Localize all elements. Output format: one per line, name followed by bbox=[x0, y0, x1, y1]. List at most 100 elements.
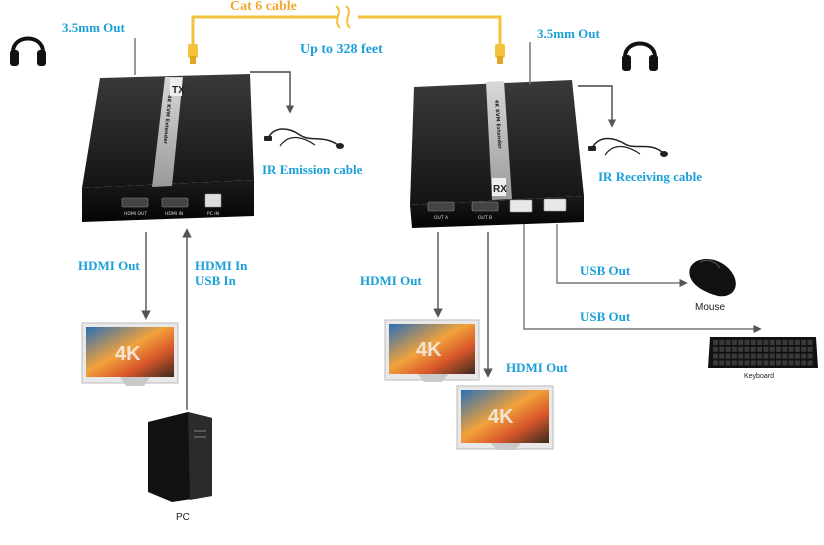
tx-hdmi-in-label: HDMI In bbox=[195, 258, 248, 273]
rx-usb-out-label-2: USB Out bbox=[580, 309, 631, 324]
keyboard-key bbox=[769, 340, 775, 345]
cat6-cable bbox=[188, 5, 505, 64]
keyboard-key bbox=[763, 360, 769, 366]
monitor-tx: 4K bbox=[81, 322, 179, 386]
cable-name-label: Cat 6 cable bbox=[230, 0, 297, 14]
tx-hdmi-out-port bbox=[121, 197, 149, 208]
tx-usb-b-port bbox=[204, 193, 222, 208]
keyboard-key bbox=[713, 353, 718, 359]
tx-usb-in-label: USB In bbox=[195, 273, 237, 288]
keyboard-key bbox=[794, 340, 800, 345]
keyboard-key bbox=[794, 346, 800, 352]
keyboard-key bbox=[719, 340, 725, 345]
keyboard-key bbox=[776, 346, 781, 352]
keyboard-label: Keyboard bbox=[744, 373, 774, 380]
tx-audio-label: 3.5mm Out bbox=[62, 20, 126, 35]
keyboard-key bbox=[719, 360, 725, 366]
keyboard-key bbox=[788, 346, 794, 352]
tx-hdmi-in-port-label: HDMI IN bbox=[165, 211, 183, 217]
rj45-connector-right bbox=[495, 44, 505, 58]
rx-audio-label: 3.5mm Out bbox=[537, 26, 601, 41]
keyboard-key bbox=[807, 353, 813, 359]
keyboard-key bbox=[769, 346, 775, 352]
rx-usb-port-1 bbox=[509, 199, 533, 213]
tx-stripe-text: 4K KVM Extender bbox=[162, 95, 172, 145]
pc-label: PC bbox=[176, 512, 190, 523]
keyboard-key bbox=[750, 360, 756, 366]
tx-hdmi-in-port bbox=[161, 197, 189, 208]
keyboard-key bbox=[794, 353, 800, 359]
receiver-unit: 4K KVM Extender RX OUT A OUT B bbox=[410, 80, 584, 228]
keyboard-key bbox=[738, 340, 744, 345]
monitor-rx-a: 4K bbox=[384, 319, 480, 382]
keyboard-icon bbox=[708, 337, 818, 368]
rx-hdmi-out-label-1: HDMI Out bbox=[360, 273, 422, 288]
keyboard-key bbox=[782, 346, 788, 352]
keyboard-key bbox=[801, 340, 807, 345]
rx-badge: RX bbox=[493, 184, 507, 195]
ir-receiver-cable-icon bbox=[588, 137, 668, 157]
monitor-rx-b: 4K bbox=[456, 385, 554, 450]
headphones-icon bbox=[622, 41, 658, 71]
keyboard-key bbox=[782, 340, 788, 345]
keyboard-key bbox=[750, 340, 756, 345]
cable-distance-label: Up to 328 feet bbox=[300, 42, 383, 57]
keyboard-key bbox=[776, 353, 781, 359]
keyboard-key bbox=[731, 353, 737, 359]
keyboard-key bbox=[731, 360, 737, 366]
keyboard-key bbox=[788, 353, 794, 359]
keyboard-key bbox=[713, 360, 718, 366]
tx-hdmi-out-label: HDMI Out bbox=[78, 258, 140, 273]
keyboard-key bbox=[782, 360, 788, 366]
keyboard-key bbox=[719, 346, 725, 352]
keyboard-key bbox=[757, 360, 763, 366]
rj45-connector-left bbox=[188, 44, 198, 58]
keyboard-key bbox=[763, 353, 769, 359]
keyboard-key bbox=[725, 353, 731, 359]
keyboard-key bbox=[738, 353, 744, 359]
keyboard-key bbox=[757, 340, 763, 345]
keyboard-key bbox=[713, 346, 718, 352]
monitor-rx-b-4k-text: 4K bbox=[488, 406, 514, 428]
tx-pc-in-port-label: PC IN bbox=[207, 211, 219, 217]
headphones-icon bbox=[10, 36, 46, 66]
keyboard-key bbox=[731, 340, 737, 345]
keyboard-key bbox=[738, 360, 744, 366]
rx-out-b-port bbox=[471, 201, 499, 212]
keyboard-key bbox=[807, 360, 813, 366]
keyboard-key bbox=[757, 346, 763, 352]
rx-stripe bbox=[486, 81, 512, 200]
keyboard-key bbox=[744, 353, 750, 359]
keyboard-key bbox=[801, 353, 807, 359]
rx-hdmi-out-label-2: HDMI Out bbox=[506, 360, 568, 375]
keyboard-key bbox=[763, 346, 769, 352]
keyboard-key bbox=[794, 360, 800, 366]
mouse-label: Mouse bbox=[695, 302, 725, 313]
rx-stripe-text: 4K KVM Extender bbox=[493, 100, 502, 150]
keyboard-key bbox=[807, 340, 813, 345]
keyboard-key bbox=[738, 346, 744, 352]
rx-out-a-port bbox=[427, 201, 455, 212]
keyboard-key bbox=[769, 353, 775, 359]
keyboard-key bbox=[744, 360, 750, 366]
rx-ir-label: IR Receiving cable bbox=[598, 169, 702, 184]
keyboard-key bbox=[750, 346, 756, 352]
keyboard-key bbox=[769, 360, 775, 366]
keyboard-key bbox=[750, 353, 756, 359]
rx-usb-port-2 bbox=[543, 198, 567, 212]
keyboard-key bbox=[719, 353, 725, 359]
rx-out-a-port-label: OUT A bbox=[434, 215, 449, 221]
keyboard-key bbox=[744, 340, 750, 345]
ir-emitter-cable-icon bbox=[264, 128, 344, 149]
rx-usb-out-label-1: USB Out bbox=[580, 263, 631, 278]
keyboard-key bbox=[725, 346, 731, 352]
keyboard-key bbox=[757, 353, 763, 359]
keyboard-key bbox=[713, 340, 718, 345]
tx-stripe bbox=[152, 77, 183, 187]
keyboard-key bbox=[763, 340, 769, 345]
rx-out-b-port-label: OUT B bbox=[478, 215, 492, 221]
keyboard-key bbox=[807, 346, 813, 352]
tx-hdmi-out-port-label: HDMI OUT bbox=[124, 211, 147, 217]
keyboard-key bbox=[801, 346, 807, 352]
keyboard-key bbox=[801, 360, 807, 366]
